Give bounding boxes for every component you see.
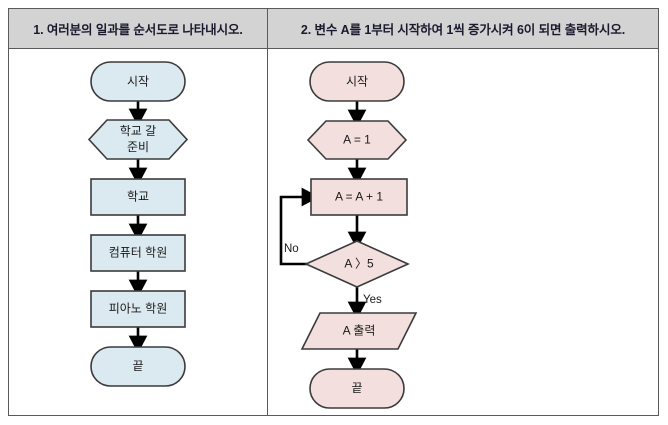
edge-decision-no-loopback [279, 187, 320, 266]
node-prepare-label-line1: 학교 갈 [120, 124, 156, 138]
node-end-shape [90, 346, 186, 387]
node-school-label: 학교 [127, 190, 149, 204]
node-prepare-label-line2: 준비 [127, 140, 149, 154]
daily-routine-flowchart: 시작 학교 갈 준비 학교 컴퓨터 학원 피아노 학원 [9, 49, 267, 415]
node-start-shape [90, 61, 186, 102]
cell-answer-2: 시작 A = 1 A = A + 1 A 〉5 No Yes [268, 49, 658, 415]
node-prepare-shape [87, 119, 189, 160]
counter-loop-flowchart: 시작 A = 1 A = A + 1 A 〉5 No Yes [268, 49, 658, 415]
node-computer-academy-shape [90, 234, 186, 272]
node-piano-academy-label: 피아노 학원 [109, 302, 168, 316]
node-start-shape [309, 61, 405, 102]
column-header-question-1: 1. 여러분의 일과를 순서도로 나타내시오. [9, 9, 268, 48]
table-header-row: 1. 여러분의 일과를 순서도로 나타내시오. 2. 변수 A를 1부터 시작하… [9, 9, 658, 49]
node-output-label: A 출력 [343, 324, 376, 338]
edge-label-no: No [284, 243, 299, 255]
node-increment-shape [310, 178, 408, 216]
node-decision-shape [304, 240, 410, 288]
column-header-question-2: 2. 변수 A를 1부터 시작하여 1씩 증가시켜 6이 되면 출력하시오. [300, 23, 626, 37]
node-end-label: 끝 [132, 359, 143, 373]
worksheet-table: 1. 여러분의 일과를 순서도로 나타내시오. 2. 변수 A를 1부터 시작하… [8, 8, 659, 416]
edge-label-yes: Yes [363, 294, 382, 306]
node-computer-academy-label: 컴퓨터 학원 [109, 246, 168, 260]
node-start-label: 시작 [346, 75, 368, 89]
node-init-shape [306, 120, 408, 160]
node-output-shape [300, 312, 418, 350]
node-piano-academy-shape [90, 290, 186, 328]
node-school-shape [90, 178, 186, 216]
node-increment-label: A = A + 1 [335, 190, 383, 204]
node-end-shape [309, 368, 405, 409]
cell-answer-1: 시작 학교 갈 준비 학교 컴퓨터 학원 피아노 학원 [9, 49, 268, 415]
node-end-label: 끝 [351, 381, 362, 395]
node-init-label: A = 1 [343, 133, 371, 147]
table-body-row: 시작 학교 갈 준비 학교 컴퓨터 학원 피아노 학원 [9, 49, 658, 415]
node-decision-label: A 〉5 [344, 257, 374, 271]
node-start-label: 시작 [127, 75, 149, 89]
